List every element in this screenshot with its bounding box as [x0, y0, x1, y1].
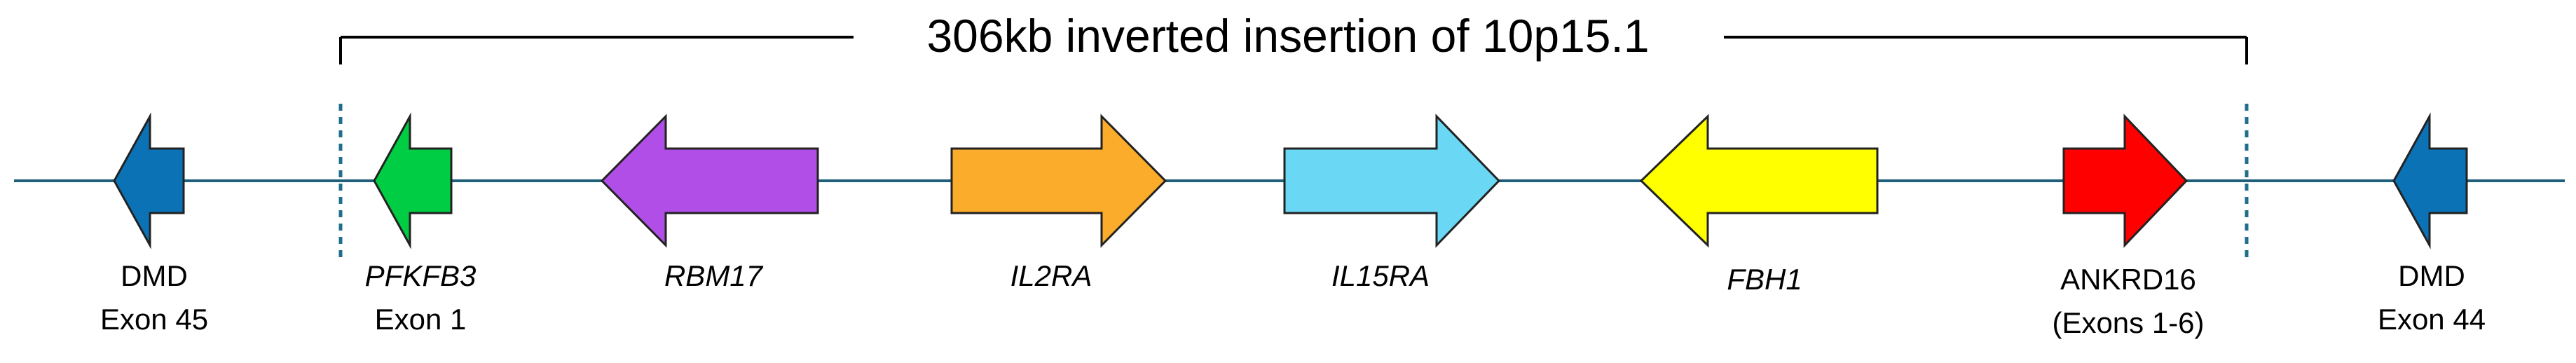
ankrd16-sublabel: (Exons 1-6)	[2052, 306, 2204, 339]
dmd-exon45-label: DMD	[121, 259, 188, 292]
insertion-bracket	[339, 36, 2248, 64]
ankrd16-label: ANKRD16	[2060, 263, 2196, 296]
rbm17-label: RBM17	[664, 259, 764, 292]
fbh1-arrow	[1639, 114, 1879, 248]
dmd-exon45-arrow	[113, 112, 185, 249]
il2ra-arrow	[950, 114, 1167, 248]
il15ra-arrow	[1283, 114, 1501, 248]
il15ra-label: IL15RA	[1331, 259, 1430, 292]
rbm17-arrow	[600, 114, 819, 248]
dmd-exon45-sublabel: Exon 45	[100, 303, 208, 336]
pfkfb3-arrow	[373, 112, 453, 249]
dmd-exon44-sublabel: Exon 44	[2378, 303, 2486, 336]
ankrd16-arrow	[2062, 114, 2188, 248]
il2ra-label: IL2RA	[1010, 259, 1092, 292]
insertion-title: 306kb inverted insertion of 10p15.1	[926, 10, 1649, 62]
pfkfb3-label: PFKFB3	[365, 259, 477, 292]
dmd-exon44-label: DMD	[2398, 259, 2465, 292]
pfkfb3-sublabel: Exon 1	[375, 303, 467, 336]
fbh1-label: FBH1	[1727, 263, 1802, 296]
dmd-exon44-arrow	[2392, 112, 2468, 249]
